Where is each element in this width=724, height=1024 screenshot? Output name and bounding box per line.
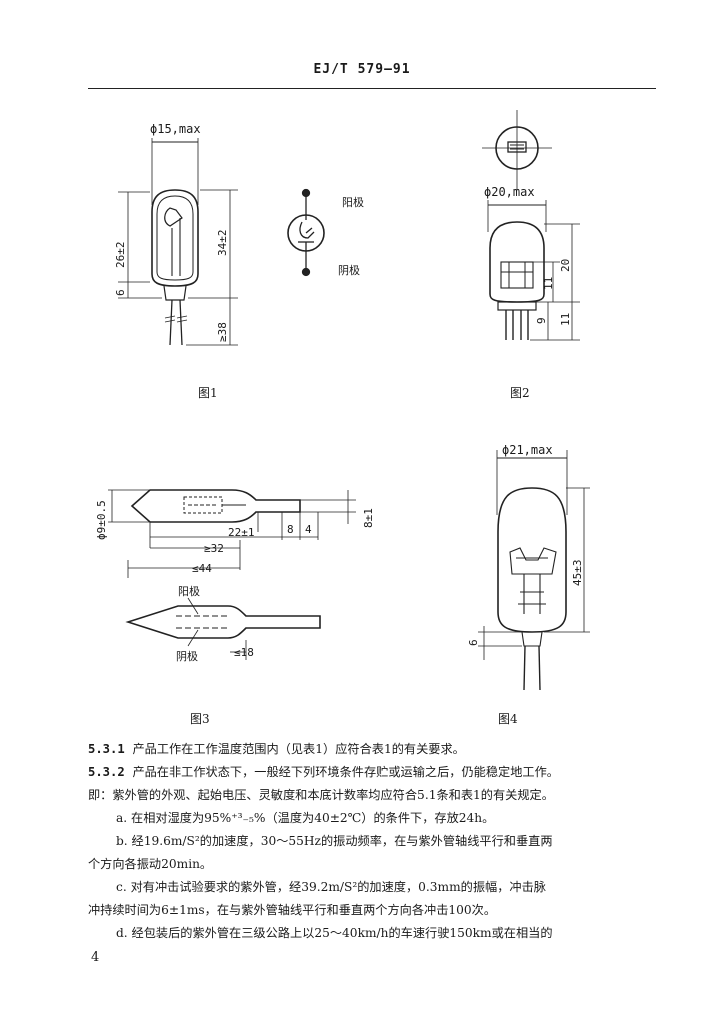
figure-2-caption: 图2 — [510, 386, 530, 400]
fig3-dim-dia: ϕ9±0.5 — [95, 500, 108, 540]
fig3-dim-44: ≤44 — [192, 562, 212, 575]
document-code: EJ/T 579—91 — [313, 62, 411, 77]
fig4-dim-top: ϕ21,max — [502, 443, 553, 457]
fig2-dim-9: 9 — [535, 317, 548, 324]
figure-3-caption: 图3 — [190, 712, 210, 726]
fig1-cathode-label: 阴极 — [338, 263, 360, 277]
fig4-dim-6: 6 — [467, 639, 480, 646]
clause-text: 产品在非工作状态下，一般经下列环境条件存贮或运输之后，仍能稳定地工作。 — [132, 765, 559, 779]
item-c: c. 对有冲击试验要求的紫外管，经39.2m/S²的加速度，0.3mm的振幅，冲… — [116, 880, 546, 894]
item-c-continuation: 冲持续时间为6±1ms，在与紫外管轴线平行和垂直两个方向各冲击100次。 — [88, 903, 497, 917]
page-number: 4 — [91, 950, 100, 965]
fig4-dim-height: 45±3 — [571, 560, 584, 587]
fig3-dim-a: 8 — [287, 523, 294, 536]
fig3-anode-label: 阳极 — [178, 584, 200, 598]
clause-text: 产品工作在工作温度范围内（见表1）应符合表1的有关要求。 — [132, 742, 465, 756]
fig3-dim-8: 8±1 — [362, 508, 375, 528]
fig1-anode-label: 阳极 — [342, 195, 364, 209]
figure-1-caption: 图1 — [198, 386, 218, 400]
item-b: b. 经19.6m/S²的加速度，30～55Hz的振动频率，在与紫外管轴线平行和… — [116, 834, 553, 848]
fig1-dim-body: 26±2 — [114, 242, 127, 269]
item-d: d. 经包装后的紫外管在三级公路上以25～40km/h的车速行驶150km或在相… — [116, 926, 553, 940]
fig1-dim-top: ϕ15,max — [150, 122, 201, 136]
fig3-dim-18: ≤18 — [234, 646, 254, 659]
fig2-dim-11: 11 — [542, 277, 555, 290]
fig3-dim-22: 22±1 — [228, 526, 255, 539]
clause-5-3-2: 5.3.2 产品在非工作状态下，一般经下列环境条件存贮或运输之后，仍能稳定地工作… — [88, 761, 668, 784]
fig1-dim-total: 34±2 — [216, 230, 229, 257]
clause-5-3-1: 5.3.1 产品工作在工作温度范围内（见表1）应符合表1的有关要求。 — [88, 738, 668, 761]
fig1-dim-lead: ≥38 — [216, 322, 229, 342]
header-rule — [88, 88, 656, 89]
item-a: a. 在相对湿度为95%⁺³₋₅%（温度为40±2℃）的条件下，存放24h。 — [116, 811, 495, 825]
fig2-dim-lead: 11 — [559, 313, 572, 326]
figure-4-caption: 图4 — [498, 712, 518, 726]
fig2-dim-top: ϕ20,max — [484, 185, 535, 199]
fig3-cathode-label: 阴极 — [176, 649, 198, 663]
clause-number: 5.3.2 — [88, 765, 125, 779]
paragraph-line: 即：紫外管的外观、起始电压、灵敏度和本底计数率均应符合5.1条和表1的有关规定。 — [88, 788, 554, 802]
item-b-continuation: 个方向各振动20min。 — [88, 857, 213, 871]
clause-number: 5.3.1 — [88, 742, 125, 756]
fig1-dim-gap: 6 — [114, 289, 127, 296]
fig3-dim-32: ≥32 — [204, 542, 224, 555]
fig2-dim-height: 20 — [559, 259, 572, 272]
fig3-dim-b: 4 — [305, 523, 312, 536]
